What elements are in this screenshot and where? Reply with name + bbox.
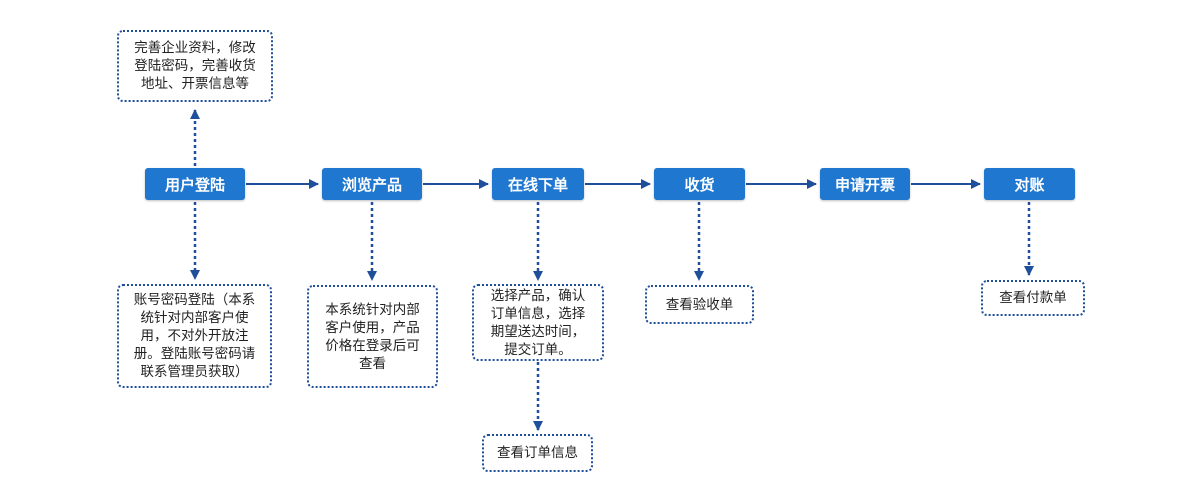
step-invoice: 申请开票	[820, 168, 910, 200]
note-order-info: 查看订单信息	[482, 434, 593, 472]
note-login: 账号密码登陆（本系 统针对内部客户使 用，不对外开放注 册。登陆账号密码请 联系…	[117, 284, 272, 388]
note-browse: 本系统针对内部 客户使用，产品 价格在登录后可 查看	[307, 285, 438, 388]
note-reconcile: 查看付款单	[981, 280, 1085, 316]
note-profile-text: 完善企业资料，修改 登陆密码，完善收货 地址、开票信息等	[134, 40, 256, 92]
step-browse: 浏览产品	[322, 168, 422, 200]
note-order-text: 选择产品，确认 订单信息，选择 期望送达时间， 提交订单。	[490, 287, 586, 358]
note-receive-text: 查看验收单	[665, 296, 734, 313]
note-reconcile-text: 查看付款单	[999, 290, 1067, 306]
note-order: 选择产品，确认 订单信息，选择 期望送达时间， 提交订单。	[472, 284, 604, 361]
note-order-info-text: 查看订单信息	[497, 445, 578, 461]
step-login: 用户登陆	[145, 168, 245, 200]
note-login-text: 账号密码登陆（本系 统针对内部客户使 用，不对外开放注 册。登陆账号密码请 联系…	[133, 292, 256, 380]
note-profile: 完善企业资料，修改 登陆密码，完善收货 地址、开票信息等	[117, 30, 273, 102]
note-browse-text: 本系统针对内部 客户使用，产品 价格在登录后可 查看	[325, 301, 420, 372]
step-receive: 收货	[654, 168, 745, 200]
step-reconcile: 对账	[984, 168, 1075, 200]
note-receive: 查看验收单	[645, 285, 754, 324]
step-order: 在线下单	[492, 168, 584, 200]
